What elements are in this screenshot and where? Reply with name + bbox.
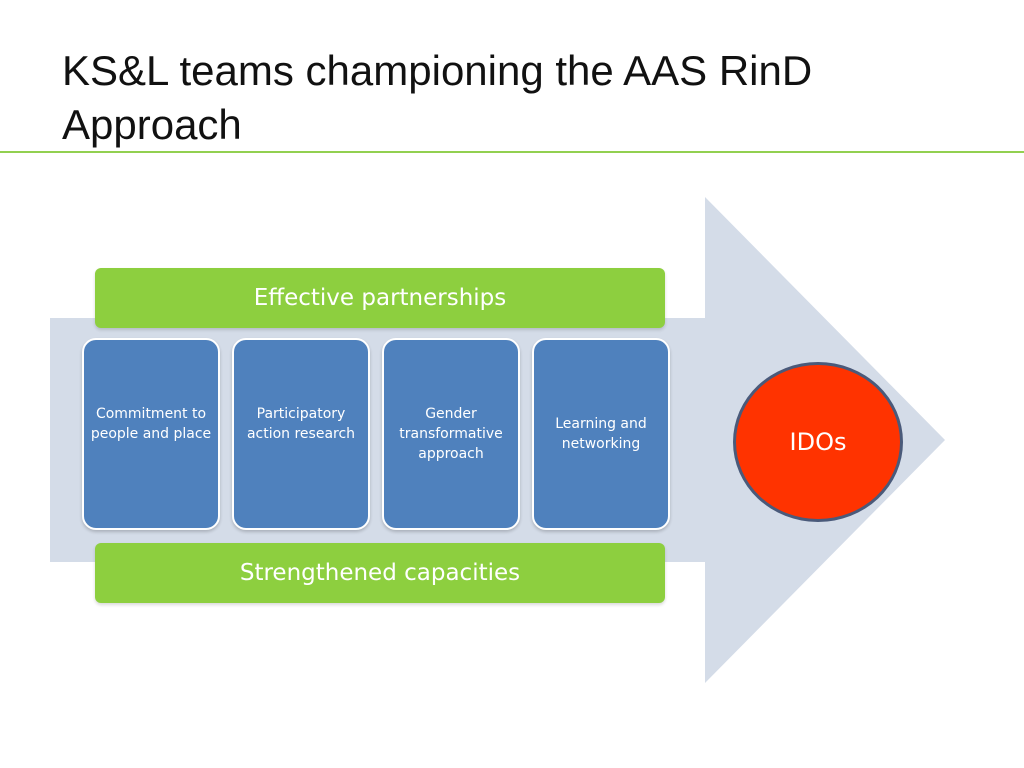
- participatory-action-box: Participatory action research: [232, 338, 370, 530]
- strengthened-capacities-bar: Strengthened capacities: [95, 543, 665, 603]
- learning-networking-box: Learning and networking: [532, 338, 670, 530]
- participatory-action-label: Participatory action research: [246, 406, 356, 442]
- gender-transformative-label: Gender transformative approach: [399, 406, 503, 462]
- title-divider: [0, 151, 1024, 153]
- idos-label: IDOs: [789, 428, 847, 456]
- commitment-label: Commitment to people and place: [90, 406, 212, 442]
- effective-partnerships-label: Effective partnerships: [253, 285, 507, 311]
- idos-circle: IDOs: [733, 362, 903, 522]
- effective-partnerships-bar: Effective partnerships: [95, 268, 665, 328]
- gender-transformative-box: Gender transformative approach: [382, 338, 520, 530]
- learning-networking-label: Learning and networking: [555, 416, 647, 452]
- strengthened-capacities-label: Strengthened capacities: [239, 560, 521, 586]
- slide-title: KS&L teams championing the AAS RinD Appr…: [62, 47, 813, 148]
- commitment-box: Commitment to people and place: [82, 338, 220, 530]
